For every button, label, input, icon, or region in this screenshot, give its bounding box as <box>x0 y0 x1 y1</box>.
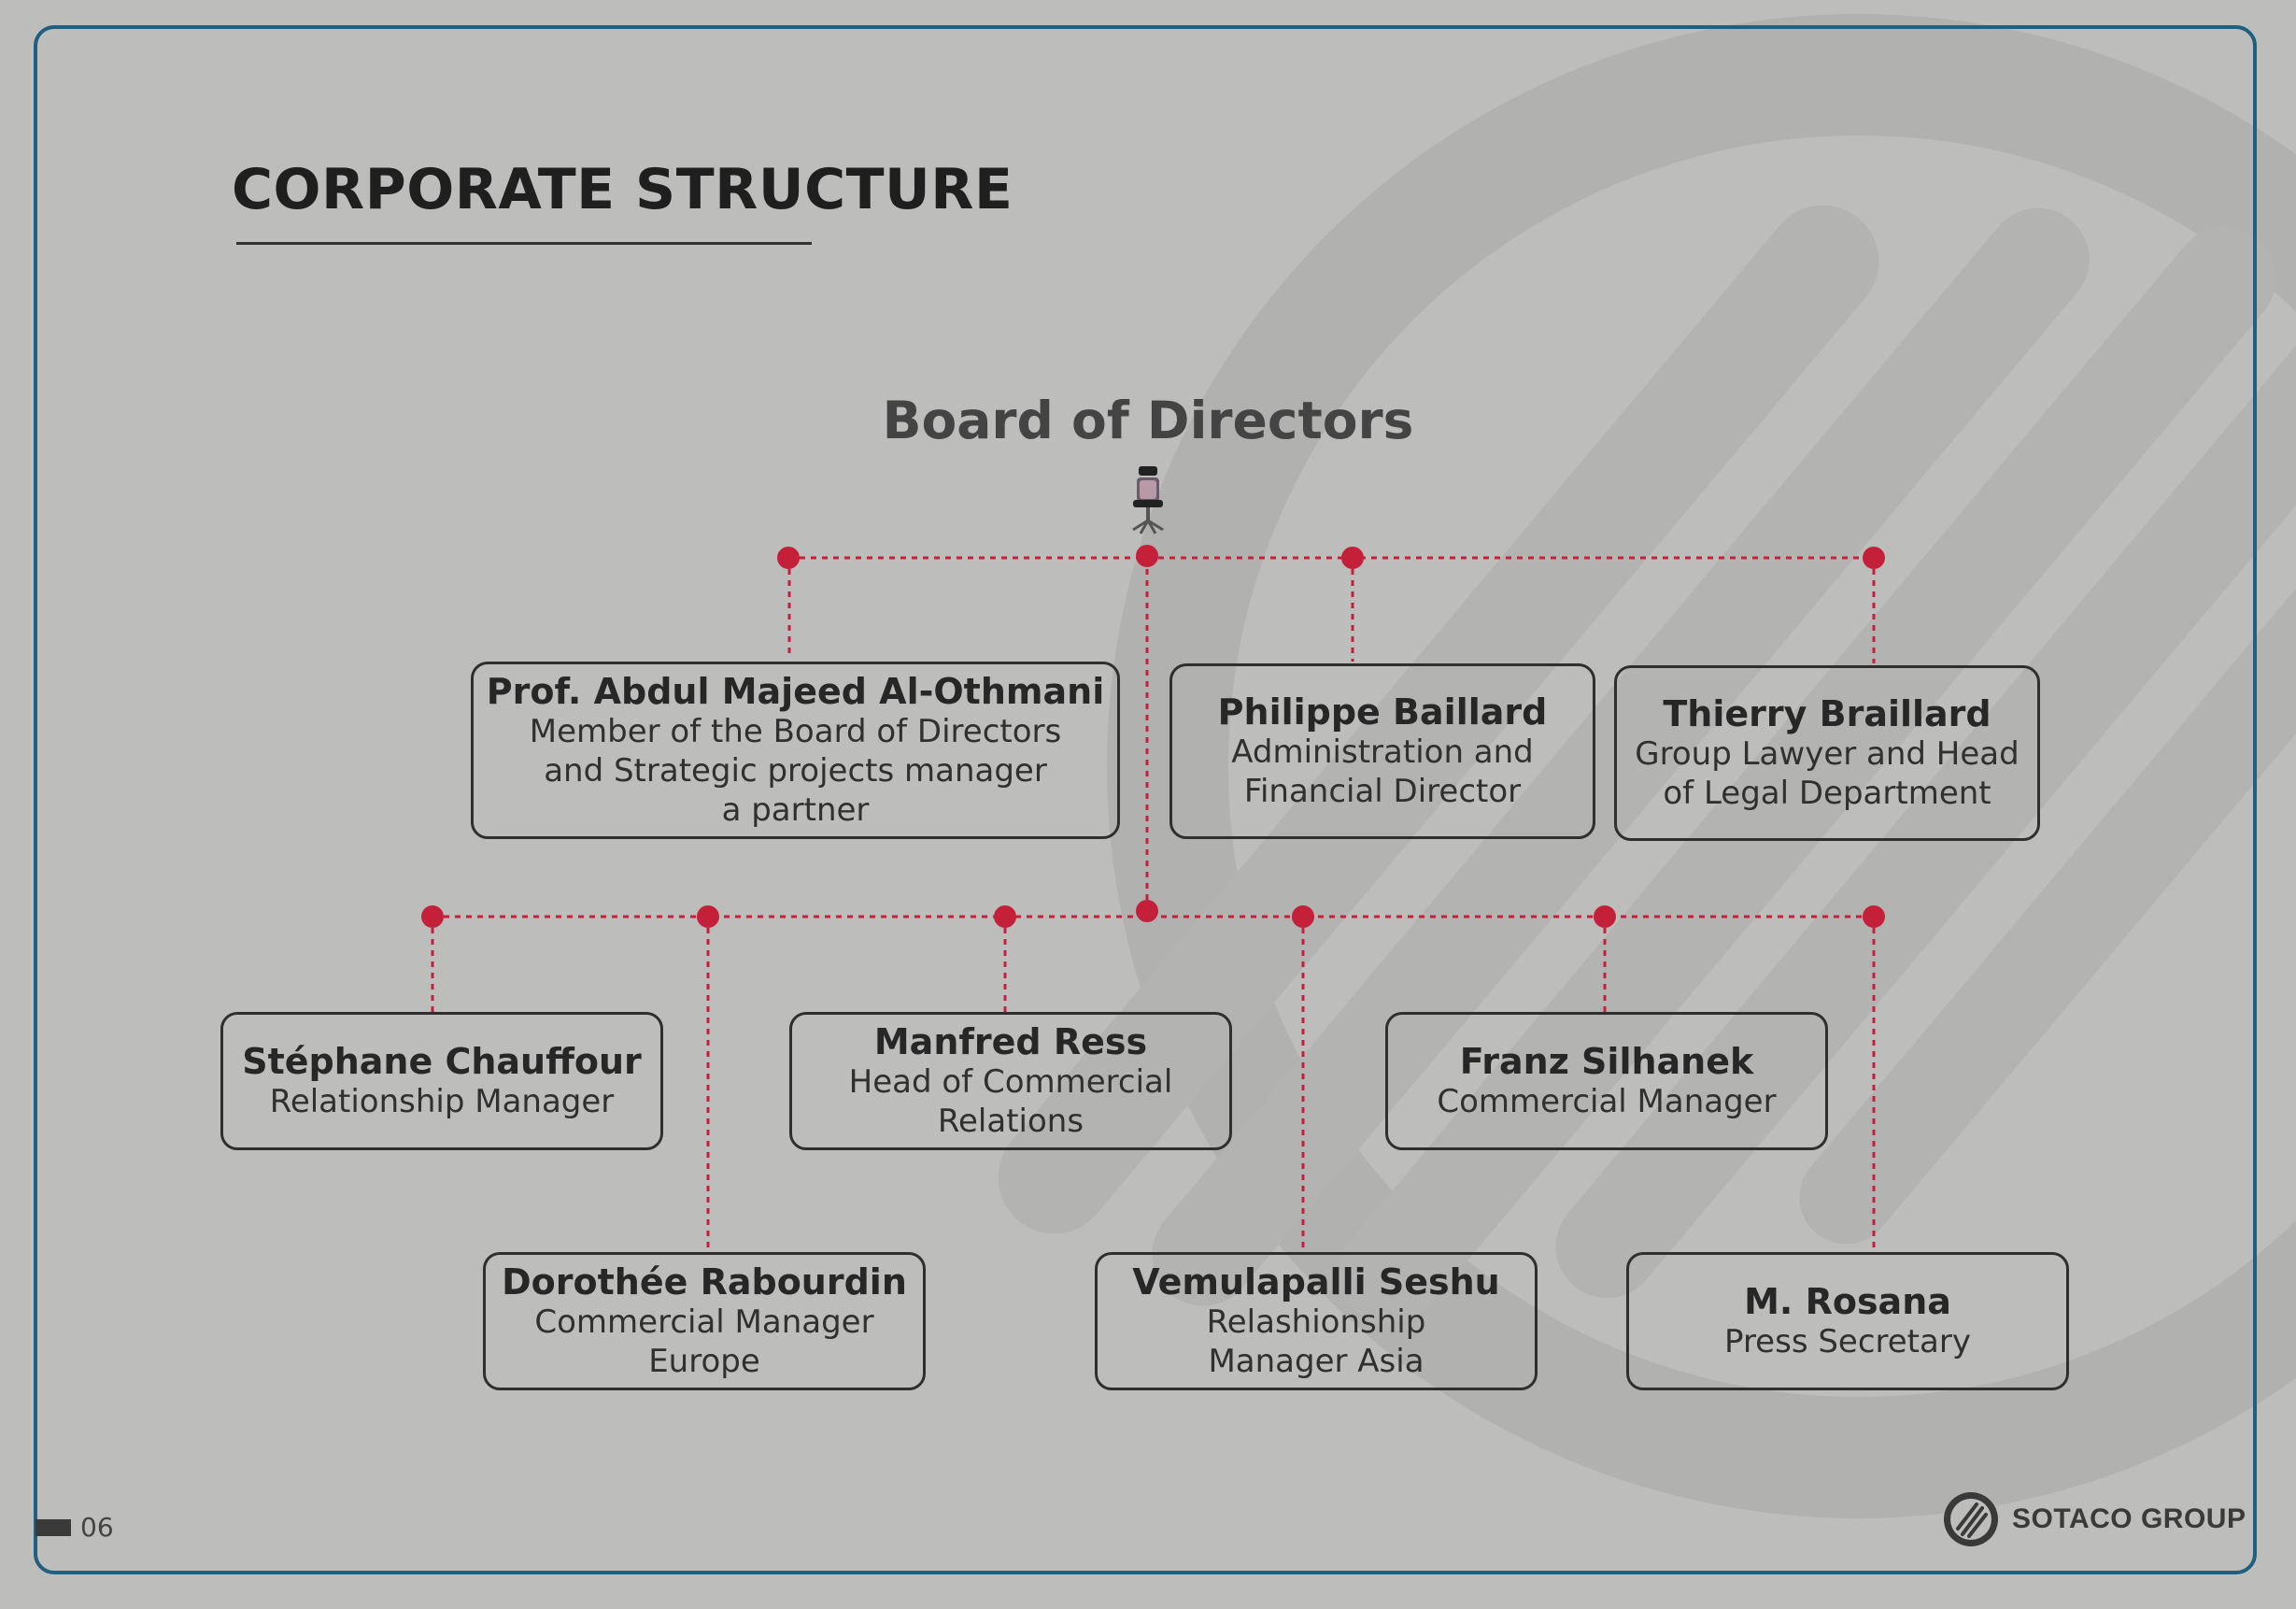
org-card-braillard: Thierry Braillard Group Lawyer and Head … <box>1614 665 2040 841</box>
org-card-rosana: M. Rosana Press Secretary <box>1626 1252 2069 1390</box>
brand-name: SOTACO GROUP <box>2012 1503 2246 1534</box>
org-card-rabourdin: Dorothée Rabourdin Commercial Manager Eu… <box>483 1252 926 1390</box>
person-role-line: Europe <box>648 1343 760 1380</box>
org-card-silhanek: Franz Silhanek Commercial Manager <box>1385 1012 1828 1150</box>
org-card-ress: Manfred Ress Head of Commercial Relation… <box>789 1012 1232 1150</box>
person-role-line: Administration and <box>1231 733 1534 771</box>
person-role-line: and Strategic projects manager <box>544 752 1047 790</box>
org-card-seshu: Vemulapalli Seshu Relashionship Manager … <box>1095 1252 1538 1390</box>
person-name: Prof. Abdul Majeed Al-Othmani <box>486 671 1105 712</box>
page-marker <box>35 1518 71 1536</box>
person-name: Philippe Baillard <box>1217 691 1548 733</box>
title-underline <box>236 242 812 245</box>
org-card-chauffour: Stéphane Chauffour Relationship Manager <box>220 1012 663 1150</box>
person-name: Manfred Ress <box>873 1021 1148 1062</box>
person-role-line: Relations <box>937 1103 1084 1140</box>
person-name: Vemulapalli Seshu <box>1132 1261 1500 1303</box>
person-name: Dorothée Rabourdin <box>502 1261 907 1303</box>
person-role-line: Member of the Board of Directors <box>529 713 1062 750</box>
page-number-text: 06 <box>80 1512 114 1543</box>
person-role-line: of Legal Department <box>1663 775 1991 812</box>
person-role-line: a partner <box>721 791 870 829</box>
person-role-line: Press Secretary <box>1724 1323 1971 1360</box>
person-name: M. Rosana <box>1744 1281 1951 1322</box>
person-role-line: Group Lawyer and Head <box>1635 735 2020 773</box>
person-role-line: Manager Asia <box>1208 1343 1424 1380</box>
person-role-line: Commercial Manager <box>1437 1083 1777 1120</box>
person-name: Thierry Braillard <box>1663 693 1991 734</box>
person-role-line: Relationship Manager <box>269 1083 615 1120</box>
office-chair-icon <box>1132 466 1164 534</box>
page-title: CORPORATE STRUCTURE <box>232 157 1013 222</box>
org-card-al-othmani: Prof. Abdul Majeed Al-Othmani Member of … <box>471 662 1120 839</box>
person-role-line: Commercial Manager <box>534 1303 874 1341</box>
person-role-line: Financial Director <box>1243 773 1522 810</box>
person-role-line: Relashionship <box>1206 1303 1426 1341</box>
person-name: Franz Silhanek <box>1459 1041 1754 1082</box>
person-role-line: Head of Commercial <box>848 1063 1173 1101</box>
sotaco-logo-icon <box>1944 1492 1998 1546</box>
person-name: Stéphane Chauffour <box>242 1041 642 1082</box>
org-card-baillard: Philippe Baillard Administration and Fin… <box>1169 663 1595 839</box>
brand-logo: SOTACO GROUP <box>1941 1489 2246 1549</box>
page-frame <box>34 25 2257 1574</box>
board-of-directors-heading: Board of Directors <box>882 391 1414 450</box>
page-number: 06 <box>35 1512 114 1543</box>
